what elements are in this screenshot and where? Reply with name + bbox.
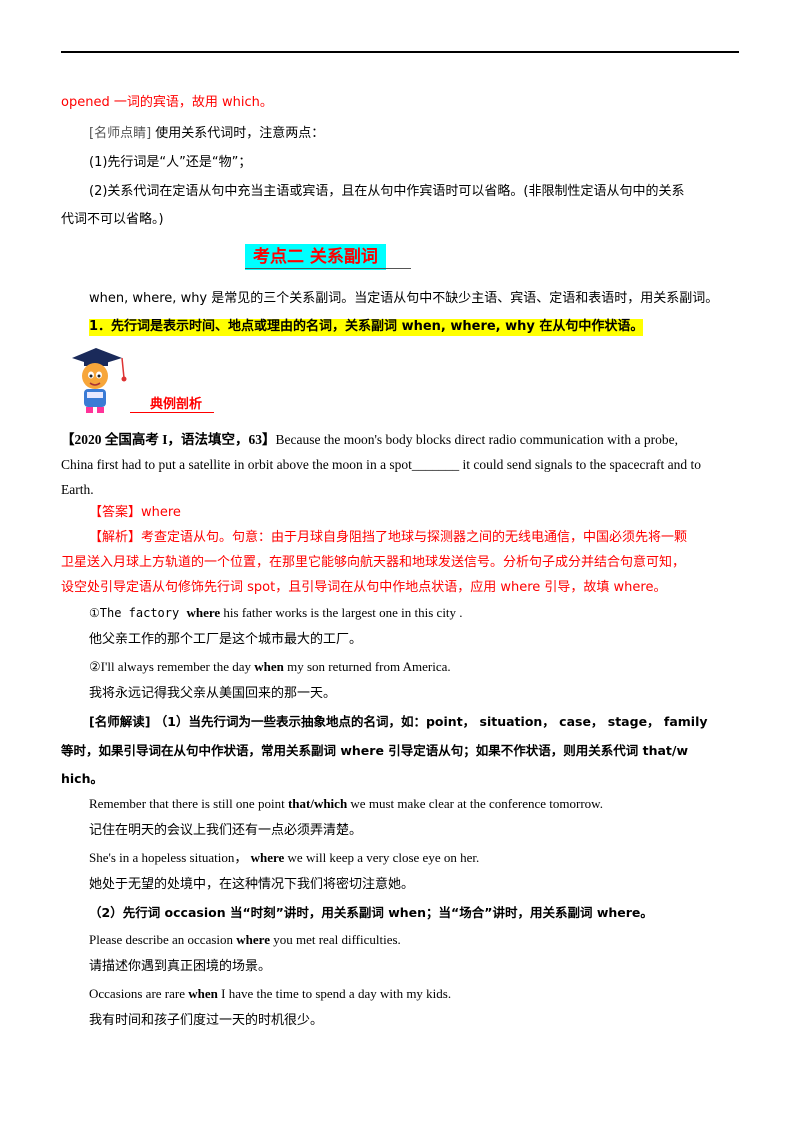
sample-2: ②I'll always remember the day when my so… bbox=[89, 659, 451, 676]
tip-text: 使用关系代词时，注意两点： bbox=[151, 126, 325, 141]
tip-tag: [名师点睛] bbox=[89, 126, 152, 141]
master-line-1c: hich。 bbox=[61, 771, 103, 786]
sample-1-pre: ①The factory bbox=[89, 606, 187, 620]
graduate-mascot-icon bbox=[72, 348, 127, 413]
example-3-keyword: where bbox=[236, 932, 270, 947]
master-line-1b: 等时，如果引导词在从句中作状语，常用关系副词 where 引导定语从句；如果不作… bbox=[61, 743, 689, 758]
point-1: (1)先行词是“人”还是“物”； bbox=[89, 155, 252, 170]
example-2-pre: She's in a hopeless situation， bbox=[89, 850, 251, 865]
point-2b: 代词不可以省略。) bbox=[61, 212, 164, 227]
sample-2-post: my son returned from America. bbox=[283, 659, 451, 674]
sample-2-translation: 我将永远记得我父亲从美国回来的那一天。 bbox=[89, 686, 337, 701]
rule-1: 1．先行词是表示时间、地点或理由的名词，关系副词 when, where, wh… bbox=[89, 319, 644, 336]
question-line-2: China first had to put a satellite in or… bbox=[61, 457, 701, 472]
point-2a: (2)关系代词在定语从句中充当主语或宾语，且在从句中作宾语时可以省略。(非限制性… bbox=[89, 184, 685, 199]
intro-line: opened 一词的宾语，故用 which。 bbox=[61, 95, 273, 110]
example-1-post: we must make clear at the conference tom… bbox=[347, 796, 603, 811]
top-rule bbox=[61, 51, 739, 53]
sample-1-post: his father works is the largest one in t… bbox=[220, 605, 463, 620]
question-text-1: Because the moon's body blocks direct ra… bbox=[275, 432, 678, 447]
sample-2-pre: ②I'll always remember the day bbox=[89, 659, 255, 674]
example-1-translation: 记住在明天的会议上我们还有一点必须弄清楚。 bbox=[89, 823, 363, 838]
analysis-line-3: 设空处引导定语从句修饰先行词 spot，且引导词在从句中作地点状语，应用 whe… bbox=[61, 580, 667, 595]
example-2-keyword: where bbox=[250, 850, 285, 865]
sample-1: ①The factory where his father works is t… bbox=[89, 605, 463, 622]
example-label: 典例剖析 bbox=[150, 397, 203, 412]
example-3-translation: 请描述你遇到真正困境的场景。 bbox=[89, 959, 272, 974]
example-4-pre: Occasions are rare bbox=[89, 986, 189, 1001]
example-4-post: I have the time to spend a day with my k… bbox=[217, 986, 452, 1001]
example-4-translation: 我有时间和孩子们度过一天的时机很少。 bbox=[89, 1013, 324, 1028]
tip-line: [名师点睛] 使用关系代词时，注意两点： bbox=[89, 126, 324, 143]
example-3-post: you met real difficulties. bbox=[269, 932, 401, 947]
example-2-post: we will keep a very close eye on her. bbox=[284, 850, 480, 865]
example-3: Please describe an occasion where you me… bbox=[89, 932, 401, 949]
analysis-line-2: 卫星送入月球上方轨道的一个位置，在那里它能够向航天器和地球发送信号。分析句子成分… bbox=[61, 555, 686, 570]
master-line-2: （2）先行词 occasion 当“时刻”讲时，用关系副词 when；当“场合”… bbox=[89, 905, 653, 920]
example-4: Occasions are rare when I have the time … bbox=[89, 986, 451, 1003]
heading-underline bbox=[245, 268, 411, 269]
sample-2-keyword: when bbox=[254, 659, 284, 674]
sample-1-translation: 他父亲工作的那个工厂是这个城市最大的工厂。 bbox=[89, 632, 363, 647]
question-line-3: Earth. bbox=[61, 482, 94, 497]
analysis-line-1: 【解析】考查定语从句。句意：由于月球自身阻挡了地球与探测器之间的无线电通信，中国… bbox=[89, 530, 688, 545]
section-heading: 考点二 关系副词 bbox=[245, 244, 386, 271]
example-1-keyword: that/which bbox=[287, 796, 348, 811]
example-2-translation: 她处于无望的处境中，在这种情况下我们将密切注意她。 bbox=[89, 877, 415, 892]
question-tag: 【2020 全国高考 I，语法填空，63】 bbox=[61, 432, 276, 447]
answer-line: 【答案】where bbox=[89, 505, 181, 520]
example-2: She's in a hopeless situation， where we … bbox=[89, 850, 479, 867]
section-overview: when, where, why 是常见的三个关系副词。当定语从句中不缺少主语、… bbox=[89, 291, 719, 306]
sample-1-keyword: where bbox=[186, 605, 221, 620]
example-1: Remember that there is still one point t… bbox=[89, 796, 603, 813]
example-underline bbox=[130, 412, 214, 413]
master-line-1a: [名师解读] （1）当先行词为一些表示抽象地点的名词，如：point， situ… bbox=[89, 714, 708, 729]
question-line-1: 【2020 全国高考 I，语法填空，63】Because the moon's … bbox=[61, 431, 678, 449]
example-1-pre: Remember that there is still one point bbox=[89, 796, 288, 811]
example-3-pre: Please describe an occasion bbox=[89, 932, 237, 947]
example-4-keyword: when bbox=[188, 986, 218, 1001]
